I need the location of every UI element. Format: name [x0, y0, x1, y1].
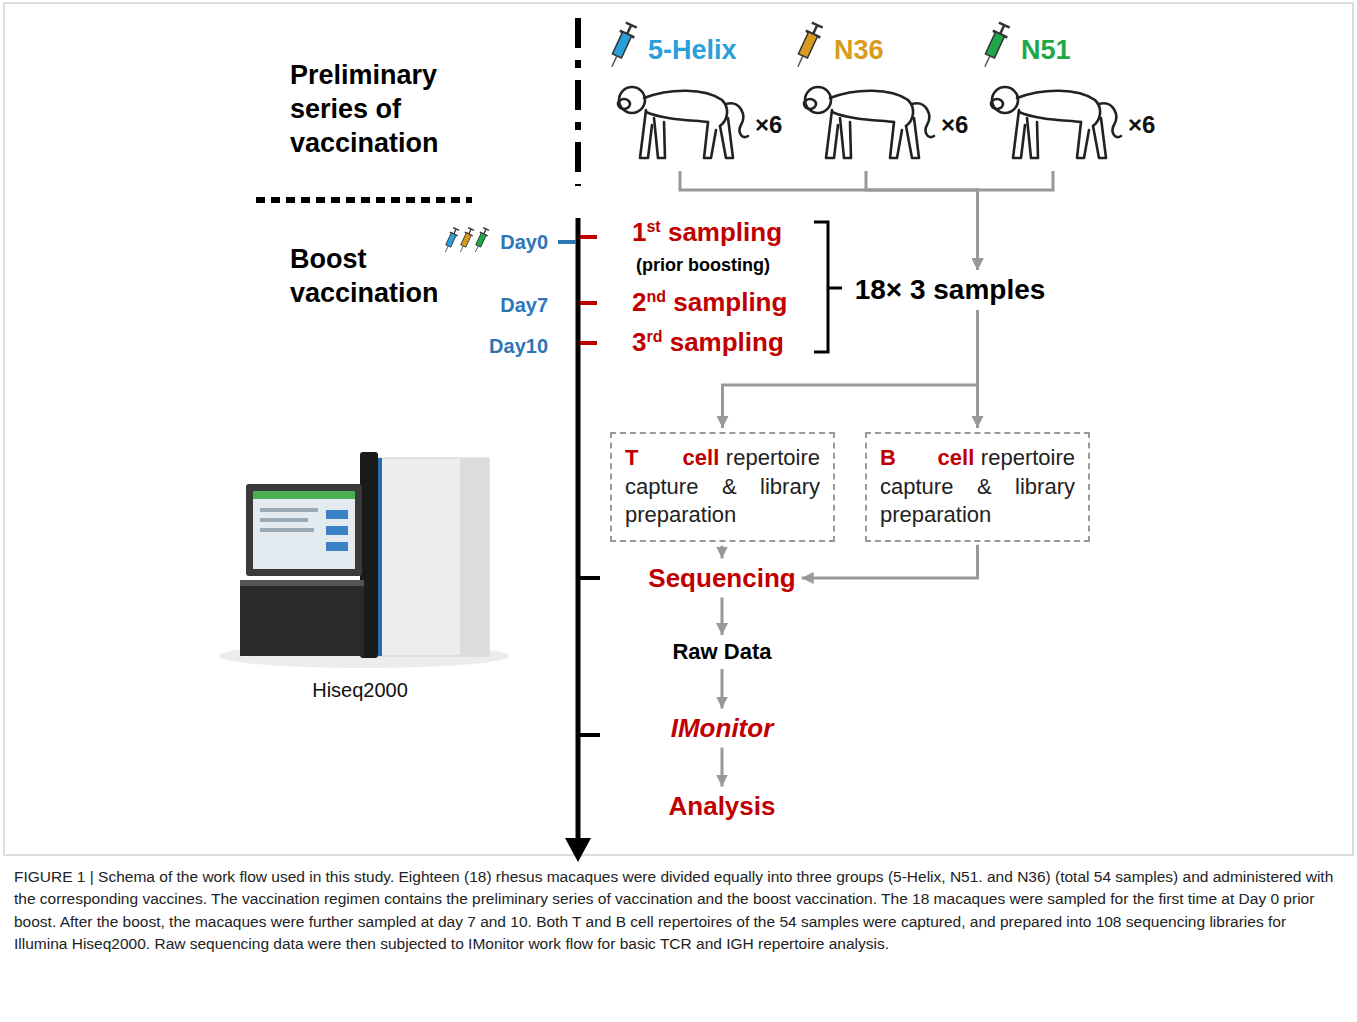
vaccine-group: 5-Helix ×6 — [610, 20, 790, 168]
process-box: B cellrepertoire capture & library prepa… — [865, 432, 1090, 542]
syringe-icons — [441, 22, 1011, 254]
sequencer-illustration — [219, 452, 509, 668]
process-box: T cellrepertoire capture & library prepa… — [610, 432, 835, 542]
flow-arrow — [721, 669, 724, 709]
flow-arrow — [720, 598, 723, 636]
node-text: Analysis — [669, 791, 776, 822]
node-text: B cell — [880, 445, 974, 470]
instrument-label: Hiseq2000 — [312, 679, 408, 702]
sampling-bracket — [814, 222, 842, 352]
section-title: Boost vaccination — [290, 242, 490, 310]
timeline-axis — [576, 218, 581, 842]
flow-arrow — [802, 545, 978, 578]
flow-step: Analysis — [669, 791, 776, 822]
sample-count: 18× 3 samples — [855, 274, 1046, 306]
timeline-ticks — [580, 578, 600, 735]
flow-step: Raw Data — [672, 639, 771, 665]
flow-step: IMonitor — [671, 713, 774, 744]
section-title: Preliminary series of vaccination — [290, 58, 490, 160]
macaque-icons — [618, 87, 1121, 158]
sampling-label: 2nd sampling — [632, 287, 787, 318]
section-divider — [256, 197, 472, 203]
node-text: Raw Data — [672, 639, 771, 665]
node-text: Sequencing — [648, 563, 795, 594]
day-label: Day7 — [500, 294, 548, 317]
flow-arrow — [976, 310, 979, 428]
node-text: ×6 — [755, 110, 790, 139]
sampling-label: 3rd sampling — [632, 327, 784, 358]
flow-arrow — [866, 171, 978, 270]
sampling-note: (prior boosting) — [636, 255, 770, 276]
sampling-label: 1st sampling — [632, 217, 782, 248]
boost-tick — [558, 240, 576, 244]
node-text: ×6 — [941, 110, 976, 139]
node-text: T cell — [625, 445, 719, 470]
node-text: N51 — [1021, 34, 1163, 66]
node-text: N36 — [834, 34, 976, 66]
timeline-arrowhead — [565, 838, 591, 862]
node-text: ×6 — [1128, 110, 1163, 139]
vaccine-group: N36 ×6 — [796, 20, 976, 168]
day-label: Day0 — [500, 231, 548, 254]
day-label: Day10 — [489, 335, 548, 358]
figure-frame — [4, 3, 1353, 855]
figure-caption: FIGURE 1 | Schema of the work flow used … — [14, 866, 1342, 956]
flow-step: Sequencing — [648, 563, 795, 594]
node-text: 5-Helix — [648, 34, 790, 66]
vaccine-group: N51 ×6 — [983, 20, 1163, 168]
timeline-dashed — [575, 18, 581, 186]
flow-arrow — [720, 546, 723, 559]
node-text: IMonitor — [671, 713, 774, 744]
flow-arrow — [978, 171, 1054, 270]
flow-arrow — [720, 748, 723, 787]
node-text: 18× 3 samples — [855, 274, 1046, 306]
sampling-ticks — [580, 237, 597, 343]
